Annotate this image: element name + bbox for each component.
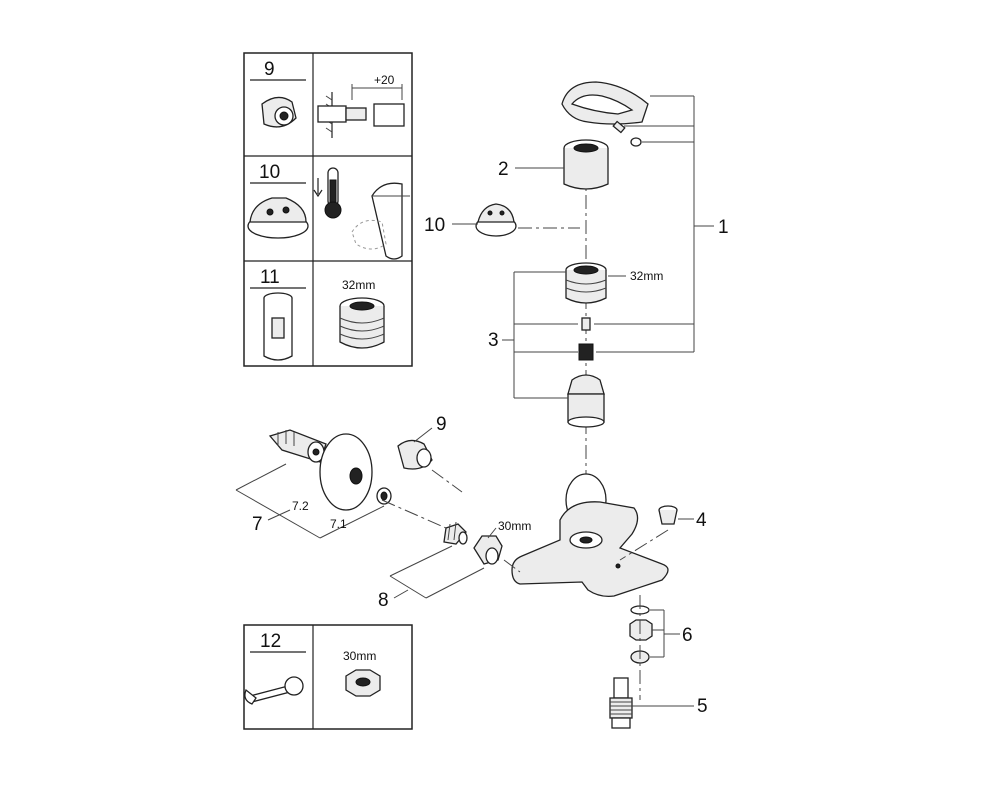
diverter-set	[629, 605, 653, 664]
s-union	[268, 429, 327, 463]
diverter-spindle	[609, 677, 633, 729]
callout-8-bracket	[389, 545, 485, 599]
thermometer-icon	[313, 167, 342, 219]
end-cap	[658, 505, 678, 525]
spindle-pin	[581, 317, 591, 331]
spindle-adapter	[578, 343, 594, 361]
legend-number-11: 11	[260, 267, 280, 288]
callout-4: 4	[696, 510, 707, 531]
mixer-body	[511, 473, 669, 598]
callout-1-bracket	[594, 95, 714, 353]
callout-1: 1	[718, 217, 729, 238]
legend-dimension-11: 32mm	[342, 278, 375, 292]
callout-6-bracket	[650, 609, 680, 658]
extension-piece	[397, 439, 433, 470]
callout-9: 9	[436, 414, 447, 435]
callout-6: 6	[682, 625, 693, 646]
callout-7-1: 7.1	[330, 517, 347, 531]
temperature-stop	[475, 203, 517, 237]
grub-screw	[612, 120, 642, 147]
legend-dimension-12: 30mm	[343, 649, 376, 663]
cartridge-size-label: 32mm	[630, 269, 663, 283]
callout-10: 10	[424, 215, 445, 236]
legend-table-top: 9 +20	[243, 52, 413, 367]
callout-5: 5	[697, 696, 708, 717]
legend-row-11: 11 32mm	[250, 267, 385, 361]
callout-7: 7	[252, 514, 263, 535]
washer	[376, 487, 392, 505]
callout-3: 3	[488, 330, 499, 351]
cartridge-nut	[565, 262, 607, 304]
callout-3-bracket	[502, 271, 578, 399]
hex-nut-30mm-icon	[345, 669, 381, 697]
legend-dimension-9: +20	[374, 73, 395, 87]
legend-number-12: 12	[260, 631, 281, 652]
temperature-stop-icon	[247, 197, 309, 239]
lever-limit-icon	[351, 182, 410, 260]
legend-table-bottom: 12 30mm	[243, 624, 413, 730]
cover-sleeve	[563, 139, 609, 190]
cartridge-nut-icon	[339, 297, 385, 349]
wrench-icon	[244, 676, 304, 705]
callout-2: 2	[498, 159, 509, 180]
legend-number-9: 9	[264, 59, 275, 80]
extension-piece-icon	[261, 96, 297, 128]
wall-flange	[319, 433, 373, 511]
legend-row-9: 9 +20	[250, 59, 405, 138]
wall-extension-icon	[317, 84, 405, 138]
callout-8: 8	[378, 590, 389, 611]
lever-handle	[561, 81, 649, 125]
legend-row-10: 10	[247, 162, 410, 260]
callout-7-2: 7.2	[292, 499, 309, 513]
connector-nipple	[443, 521, 468, 545]
callout-7-bracket	[235, 463, 385, 539]
cartridge-tool-icon	[263, 292, 293, 361]
union-nut-30mm	[473, 535, 503, 565]
nut-size-label: 30mm	[498, 519, 531, 533]
cartridge	[567, 374, 605, 428]
legend-number-10: 10	[259, 162, 280, 183]
